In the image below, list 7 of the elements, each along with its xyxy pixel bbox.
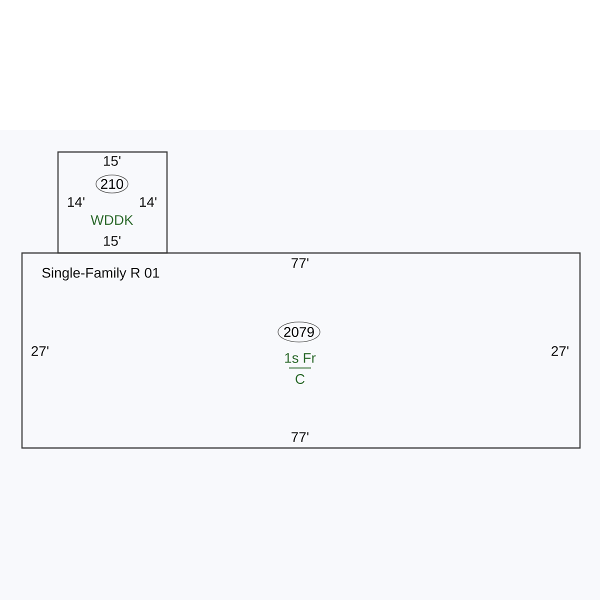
dimension-label: 15' bbox=[104, 236, 120, 246]
dimension-label: 77' bbox=[292, 258, 308, 268]
dimension-label: 27' bbox=[552, 346, 568, 356]
dimension-label: 77' bbox=[292, 432, 308, 442]
dimension-label: 27' bbox=[32, 346, 48, 356]
dimension-label: 14' bbox=[68, 197, 84, 207]
dimension-label: 14' bbox=[140, 197, 156, 207]
